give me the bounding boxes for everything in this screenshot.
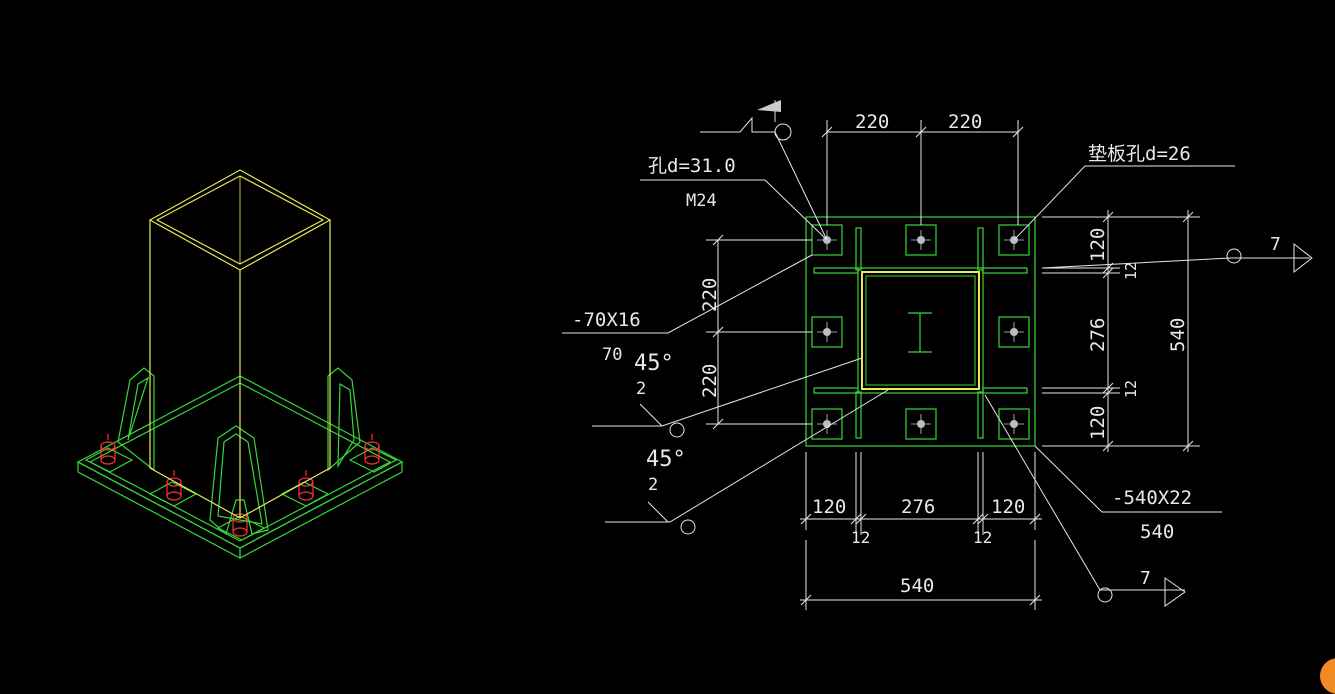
dim-bottom-12-right: 12 [973, 528, 992, 547]
isometric-column-base [76, 169, 404, 559]
dim-top-220-left: 220 [855, 111, 889, 133]
label-pad-hole-diameter: 垫板孔d=26 [1088, 143, 1191, 165]
dim-right-120-bottom: 120 [1087, 406, 1109, 440]
dim-top-220-right: 220 [948, 111, 982, 133]
label-plate-size: -540X22 [1112, 487, 1192, 509]
label-weld-ref-bottom: 7 [1140, 568, 1151, 589]
label-stiffener-size: -70X16 [572, 309, 641, 331]
annotation-texts: 孔d=31.0 M24 垫板孔d=26 -70X16 70 45° 2 45° … [572, 143, 1281, 589]
label-weld2-size: 2 [648, 475, 658, 495]
plan-column-section [857, 267, 984, 394]
dim-bottom-12-left: 12 [851, 528, 870, 547]
dim-right-12-bottom: 12 [1122, 380, 1140, 398]
dim-right-276: 276 [1087, 318, 1109, 352]
dim-right-12-top: 12 [1122, 262, 1140, 280]
dim-bottom-120-right: 120 [991, 496, 1025, 518]
dim-bottom-540: 540 [900, 575, 934, 597]
plan-view: 220 220 220 220 120 12 276 12 120 540 12… [562, 100, 1313, 610]
dim-left-220-top: 220 [699, 278, 721, 312]
label-bolt-size: M24 [686, 191, 717, 211]
label-hole-diameter: 孔d=31.0 [648, 155, 736, 177]
dimension-texts: 220 220 220 220 120 12 276 12 120 540 12… [699, 111, 1189, 597]
iso-bolt-pads [84, 447, 398, 541]
label-stiffener-sub: 70 [602, 345, 622, 365]
label-weld2-angle: 45° [646, 447, 686, 472]
leader-lines [562, 100, 1313, 607]
label-weld-ref-right: 7 [1270, 234, 1281, 255]
label-weld1-size: 2 [636, 379, 646, 399]
dim-right-540: 540 [1167, 318, 1189, 352]
dim-bottom-276: 276 [901, 496, 935, 518]
i-section-symbol [908, 312, 932, 353]
label-weld1-angle: 45° [634, 351, 674, 376]
dimension-lines [706, 120, 1200, 610]
dim-bottom-120-left: 120 [812, 496, 846, 518]
label-plate-sub: 540 [1140, 521, 1174, 543]
iso-stiffeners [117, 367, 361, 536]
dim-right-120-top: 120 [1087, 228, 1109, 262]
dim-left-220-bottom: 220 [699, 364, 721, 398]
iso-bolts [100, 434, 380, 537]
corner-badge[interactable] [1320, 658, 1335, 694]
iso-box-column [148, 169, 332, 519]
iso-base-plate [76, 375, 404, 559]
